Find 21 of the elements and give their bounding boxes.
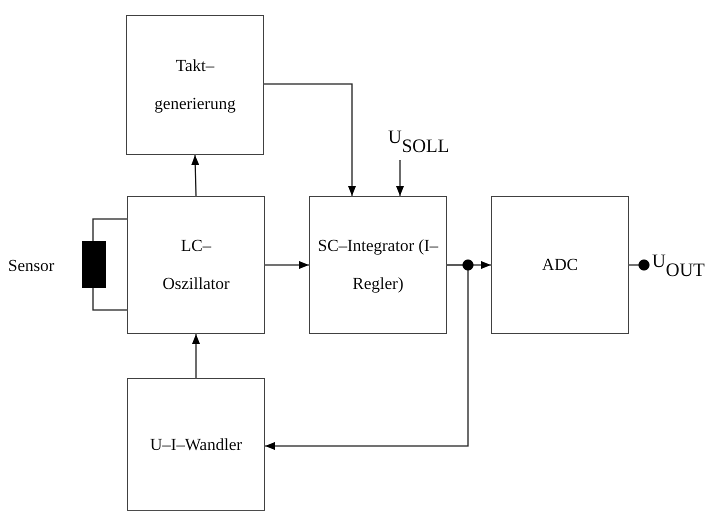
connector bbox=[92, 288, 127, 311]
connector bbox=[265, 264, 469, 450]
connector bbox=[92, 218, 127, 241]
connector bbox=[396, 160, 404, 196]
process-box bbox=[309, 196, 447, 334]
block-label: Takt– generierung bbox=[153, 55, 237, 115]
process-box bbox=[127, 378, 265, 511]
process-box bbox=[126, 15, 264, 155]
connector bbox=[265, 261, 309, 269]
component-label: Sensor bbox=[8, 256, 54, 276]
process-box bbox=[127, 196, 265, 334]
sensor-element bbox=[82, 241, 106, 288]
connector bbox=[192, 334, 200, 378]
block-label: ADC bbox=[542, 254, 578, 276]
block-label: LC– Oszillator bbox=[161, 235, 231, 295]
connector bbox=[191, 154, 200, 196]
block-label: SC–Integrator (I–Regler) bbox=[317, 235, 439, 295]
block-label: U–I–Wandler bbox=[150, 434, 242, 456]
connector bbox=[264, 83, 356, 196]
connector bbox=[629, 260, 650, 270]
process-box bbox=[491, 196, 629, 334]
